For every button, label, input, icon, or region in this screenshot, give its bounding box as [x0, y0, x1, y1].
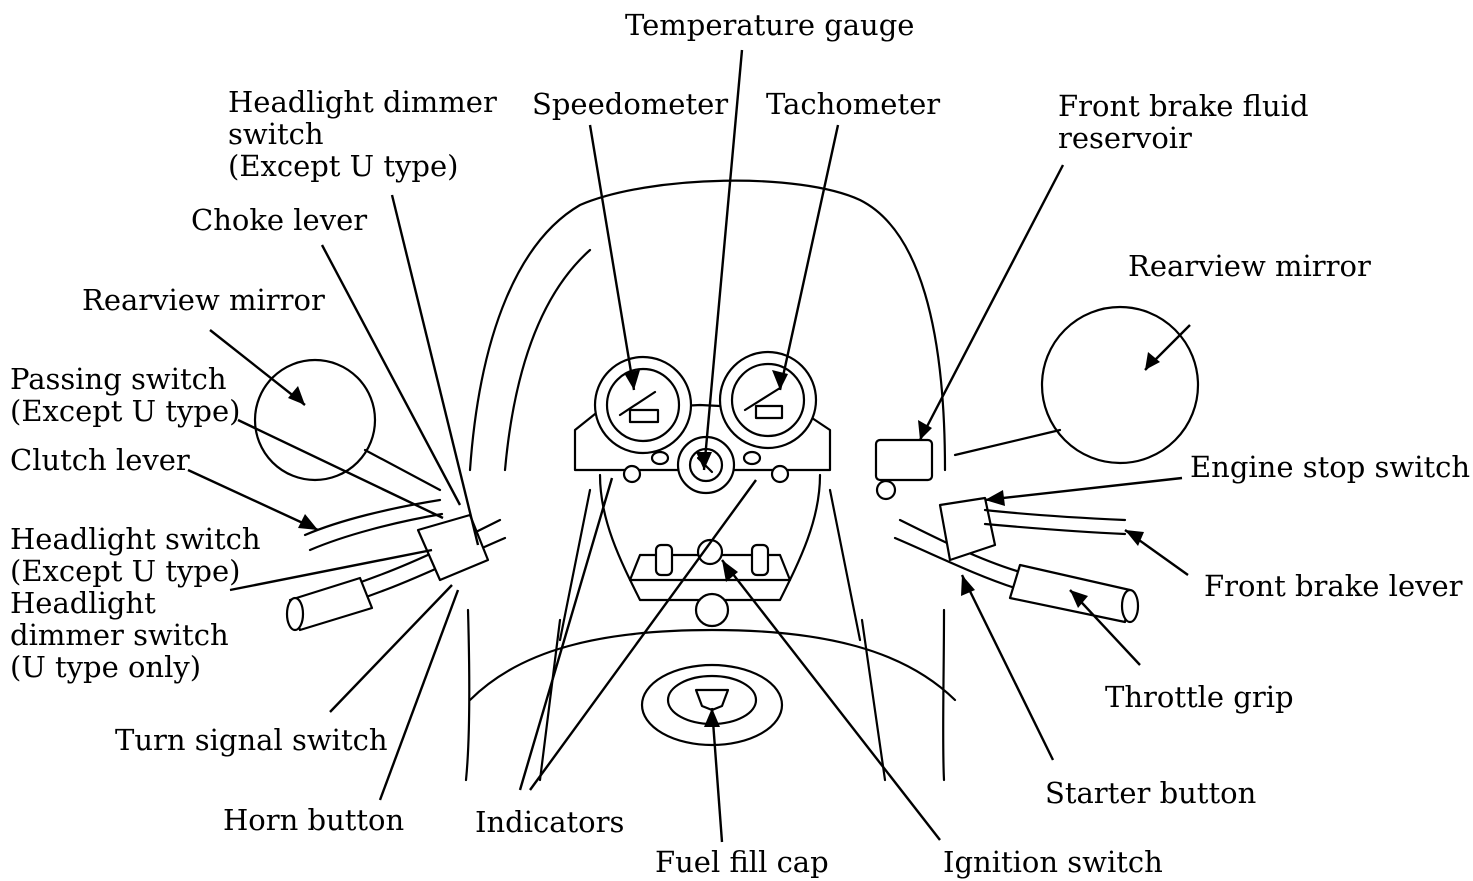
fuel-cap-drawing	[642, 665, 782, 745]
label-rearview-mirror-right: Rearview mirror	[1128, 250, 1371, 282]
label-headlight-switch: Headlight switch (Except U type)	[10, 523, 261, 587]
label-fuel-fill-cap: Fuel fill cap	[655, 846, 829, 878]
front-brake-lever	[985, 510, 1125, 520]
label-tachometer: Tachometer	[766, 88, 940, 120]
label-passing-switch: Passing switch (Except U type)	[10, 363, 240, 427]
label-throttle-grip: Throttle grip	[1105, 681, 1294, 713]
label-rearview-mirror-left: Rearview mirror	[82, 284, 325, 316]
right-grip	[1010, 565, 1130, 622]
label-choke-lever: Choke lever	[191, 204, 367, 236]
label-clutch-lever: Clutch lever	[10, 444, 190, 476]
label-speedometer: Speedometer	[532, 88, 728, 120]
left-switch-housing	[418, 515, 488, 580]
label-turn-signal-switch: Turn signal switch	[115, 724, 388, 756]
label-headlight-dimmer-switch-u-only: Headlight dimmer switch (U type only)	[10, 587, 229, 683]
label-temperature-gauge: Temperature gauge	[625, 9, 914, 41]
label-engine-stop-switch: Engine stop switch	[1190, 451, 1470, 483]
brake-fluid-reservoir	[876, 440, 932, 480]
left-mirror	[255, 360, 375, 480]
tachometer-gauge	[720, 352, 816, 448]
label-ignition-switch: Ignition switch	[943, 846, 1163, 878]
label-headlight-dimmer-switch-except-u: Headlight dimmer switch (Except U type)	[228, 86, 497, 182]
speedometer-gauge	[595, 357, 691, 453]
right-mirror	[1042, 307, 1198, 463]
right-switch-housing	[940, 498, 995, 560]
label-front-brake-lever: Front brake lever	[1204, 570, 1463, 602]
label-front-brake-fluid-reservoir: Front brake fluid reservoir	[1058, 90, 1309, 154]
label-starter-button: Starter button	[1045, 777, 1256, 809]
label-horn-button: Horn button	[223, 804, 404, 836]
label-indicators: Indicators	[475, 806, 624, 838]
